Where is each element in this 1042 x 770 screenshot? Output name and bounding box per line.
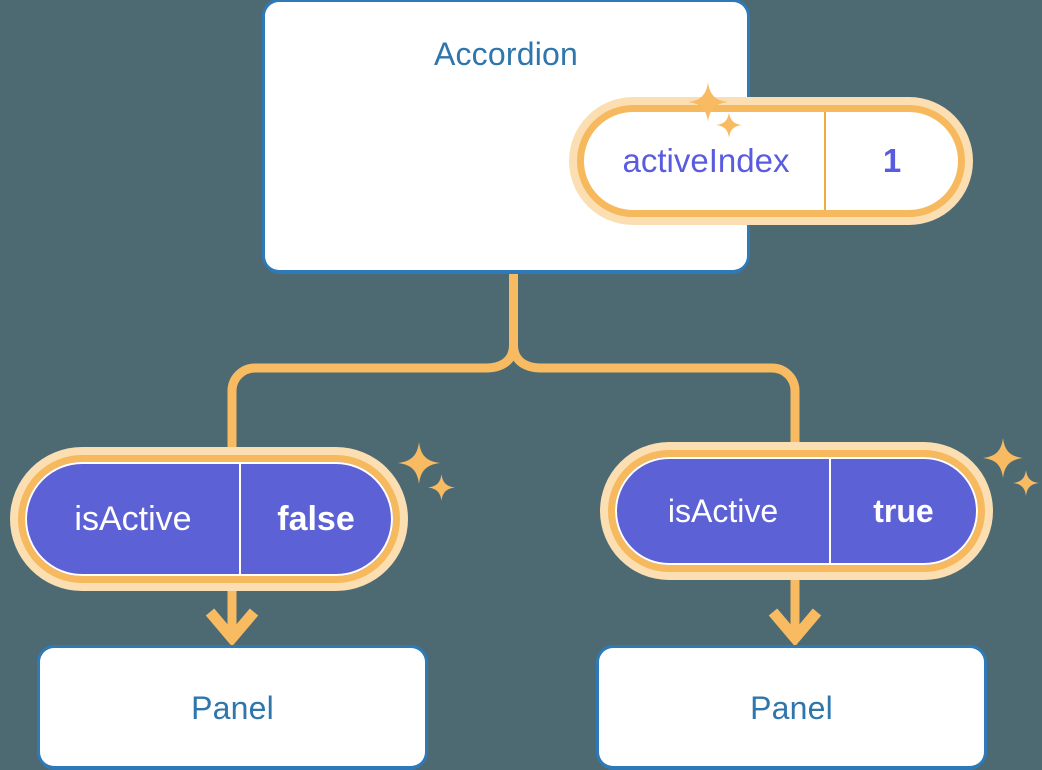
component-card-accordion[interactable]: Accordion activeIndex 1 — [265, 2, 965, 270]
state-pill-isactive-true[interactable]: isActive true — [608, 450, 985, 572]
state-pill-activeindex[interactable]: activeIndex 1 — [577, 105, 965, 217]
sparkle-four-point-small-icon — [1013, 470, 1039, 496]
state-pill-key: activeIndex — [622, 142, 790, 179]
state-pill-value: true — [829, 459, 976, 563]
arrow-head-left — [205, 608, 259, 647]
state-pill-value: 1 — [824, 112, 958, 210]
arrow-head-right — [768, 608, 822, 647]
state-pill-key: isActive — [667, 492, 779, 529]
state-pill-isactive-false[interactable]: isActive false — [18, 455, 400, 583]
branch-line-right — [509, 344, 800, 450]
state-pill-key: isActive — [74, 499, 192, 538]
state-pill-value: false — [239, 464, 391, 574]
component-title-panel: Panel — [750, 690, 833, 726]
sparkle-four-point-large-icon — [398, 442, 440, 484]
branch-line-left — [227, 344, 518, 455]
component-title-accordion: Accordion — [433, 36, 579, 72]
component-card-panel-left[interactable]: Panel — [40, 648, 425, 766]
sparkle-four-point-small-icon — [428, 474, 455, 501]
component-title-panel: Panel — [191, 690, 274, 726]
sparkle-four-point-large-icon — [983, 438, 1023, 478]
component-card-panel-right[interactable]: Panel — [599, 648, 984, 766]
